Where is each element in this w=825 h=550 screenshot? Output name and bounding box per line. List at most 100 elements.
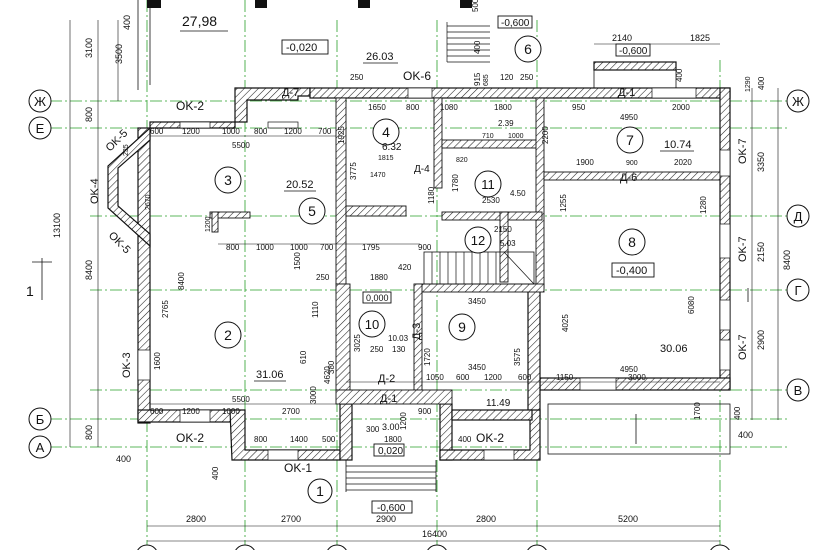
dim-text: 610 <box>299 350 308 364</box>
room-circle-9 <box>448 313 476 341</box>
dim-text: 800 <box>254 127 268 136</box>
room-circle-7 <box>616 126 644 154</box>
dim-text: 1825 <box>690 33 710 43</box>
dim-text: 2150 <box>494 225 512 234</box>
elevation-label: -0,600 <box>377 503 406 514</box>
dim-text: 1200 <box>484 373 502 382</box>
dim-text: 1255 <box>559 194 568 212</box>
dim-text: 800 <box>84 107 94 122</box>
window-label: OK-2 <box>176 431 204 445</box>
dim-text: 1900 <box>576 158 594 167</box>
door-label: Д-4 <box>414 164 430 175</box>
dim-text: 16400 <box>422 529 447 539</box>
dim-text: 950 <box>572 103 586 112</box>
elevation-label: -0,600 <box>619 46 648 57</box>
room-circle-10 <box>358 310 386 338</box>
window-label: OK-6 <box>403 69 431 83</box>
axis-left-bubbles: Ж Е Б А <box>28 89 52 459</box>
dim-text: 1780 <box>451 174 460 192</box>
dim-text: 3000 <box>628 373 646 382</box>
window-label: OK-2 <box>476 431 504 445</box>
room-area: 6.32 <box>382 142 402 153</box>
dim-text: 400 <box>211 466 220 480</box>
dim-text: 400 <box>738 430 753 440</box>
dim-text: 1050 <box>426 373 444 382</box>
dim-text: 4950 <box>620 113 638 122</box>
axis-label: В <box>794 383 803 398</box>
dim-text: 400 <box>675 68 684 82</box>
dim-text: 800 <box>406 103 420 112</box>
axis-bubble-b-left <box>28 407 52 431</box>
door-label: Д-3 <box>411 323 423 340</box>
room-number: 1 <box>316 483 324 499</box>
room-area: 30.06 <box>660 343 688 355</box>
porch: 0,020 3.00 -0,600 <box>345 422 437 514</box>
dim-text: 380 <box>327 360 336 374</box>
dim-text: 1000 <box>508 133 524 140</box>
axis-right-bubbles: Ж Д Г В <box>786 89 810 402</box>
window-label: OK-2 <box>176 99 204 113</box>
room-number: 7 <box>626 132 634 148</box>
room-area: 10.74 <box>664 139 692 151</box>
axis-bubble-zh-left <box>28 89 52 113</box>
dim-text: 3450 <box>468 363 486 372</box>
axis-bubble-e-left <box>28 116 52 140</box>
area-label-stair-top: 26.03 <box>366 51 394 63</box>
dim-text: 600 <box>150 407 164 416</box>
dim-text: 1880 <box>370 273 388 282</box>
interior-dimensions: 600 1200 1000 800 1200 700 710 1000 5500… <box>123 68 752 444</box>
dim-text: 1470 <box>370 172 386 179</box>
dim-text: 3775 <box>349 162 358 180</box>
door-label: Д-1 <box>618 87 635 99</box>
room-number: 5 <box>308 203 316 219</box>
dim-text: 3575 <box>513 348 522 366</box>
dim-text: 3350 <box>756 152 766 172</box>
dim-text: 300 <box>366 425 380 434</box>
top-right-dimensions: 2140 1825 <box>594 33 720 45</box>
dim-text: 700 <box>318 127 332 136</box>
dim-text: 250 <box>316 273 330 282</box>
dim-text: 500 <box>471 0 480 12</box>
room-area: 31.06 <box>256 369 284 381</box>
elevation-label: -0,400 <box>616 265 647 277</box>
room-number: 8 <box>628 234 636 250</box>
area-label-top: 27,98 <box>182 13 217 29</box>
room-circle-12 <box>464 226 492 254</box>
room-areas: 31.06 6.32 20.52 2.39 10.74 30.06 11.49 … <box>254 119 694 409</box>
terrace-right <box>547 403 731 455</box>
dim-text: 2530 <box>482 196 500 205</box>
dim-text: 400 <box>757 76 766 90</box>
dim-text: 250 <box>370 345 384 354</box>
window-label: OK-7 <box>737 334 749 360</box>
dim-text: 1795 <box>362 243 380 252</box>
left-dimension-chain: 13100 3100 3500 800 8400 800 400 <box>52 15 132 447</box>
dim-text: 1815 <box>378 155 394 162</box>
dim-text: 5500 <box>232 141 250 150</box>
dim-text: 600 <box>518 373 532 382</box>
area-label-porch: 3.00 <box>382 422 400 432</box>
axis-bubble-d-right <box>786 204 810 228</box>
dim-text: 4025 <box>561 314 570 332</box>
room-circle-1 <box>307 478 333 504</box>
elevation-label: 0,000 <box>366 293 389 303</box>
axis-label: А <box>36 440 45 455</box>
dim-text: 900 <box>418 407 432 416</box>
dim-text: 1000 <box>222 127 240 136</box>
elevation-box-top-right <box>497 15 533 29</box>
main-stair <box>423 251 535 285</box>
dim-text: 400 <box>458 435 472 444</box>
door-label: Д-7 <box>282 87 299 99</box>
dim-text: 400 <box>116 454 131 464</box>
room-markers: 1 2 3 4 5 6 7 8 9 10 11 12 <box>214 35 646 504</box>
dim-text: 2900 <box>376 514 396 524</box>
dim-text: 1200 <box>182 127 200 136</box>
dim-text: 600 <box>150 127 164 136</box>
dim-text: 1000 <box>290 243 308 252</box>
dim-text: 900 <box>626 160 638 167</box>
dim-text: 800 <box>254 435 268 444</box>
room-area: 5.03 <box>500 239 516 248</box>
dim-text: 1180 <box>427 186 436 204</box>
dim-text: 2900 <box>756 330 766 350</box>
axis-bubble-zh-right <box>786 89 810 113</box>
room-number: 11 <box>481 177 495 192</box>
